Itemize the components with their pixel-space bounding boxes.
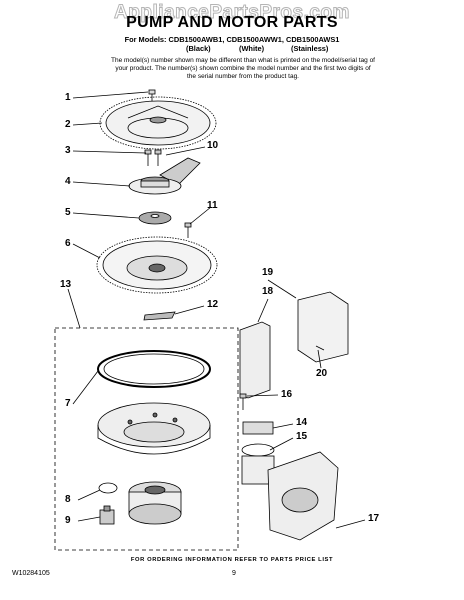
callout-17: 17 xyxy=(368,513,380,524)
part-2-cover xyxy=(99,96,217,150)
part-18-bracket xyxy=(239,321,271,399)
part-4-housing xyxy=(128,176,182,195)
leader-lines xyxy=(67,91,366,529)
callout-9: 9 xyxy=(65,515,71,526)
part-12-clip xyxy=(143,311,176,321)
watermark: AppliancePartsPros.com xyxy=(114,2,350,24)
part-3-screws xyxy=(144,149,162,166)
callout-19: 19 xyxy=(262,267,274,278)
part-6-filter-plate xyxy=(96,236,218,294)
pump-motor xyxy=(128,481,182,525)
part-19-cover xyxy=(297,291,349,363)
part-7-gasket xyxy=(97,350,211,388)
models-line: For Models: CDB1500AWB1, CDB1500AWW1, CD… xyxy=(124,35,340,44)
callout-7: 7 xyxy=(65,398,71,409)
callout-16: 16 xyxy=(281,389,293,400)
document-number: W10284105 xyxy=(12,570,50,577)
color-stainless-label: (Stainless) xyxy=(291,44,329,53)
callout-20: 20 xyxy=(316,368,328,379)
part-13-group-box xyxy=(54,327,239,551)
color-white-label: (White) xyxy=(239,44,265,53)
callout-15: 15 xyxy=(296,431,308,442)
part-16-screw xyxy=(239,393,247,410)
callout-12: 12 xyxy=(207,299,219,310)
callout-13: 13 xyxy=(60,279,72,290)
part-17-drain-pump xyxy=(267,451,339,541)
callout-11: 11 xyxy=(207,200,218,211)
callout-18: 18 xyxy=(262,286,274,297)
part-20-screw xyxy=(315,345,325,351)
callout-2: 2 xyxy=(65,119,71,130)
callout-1: 1 xyxy=(65,92,71,103)
part-11-screw xyxy=(184,222,192,238)
callout-8: 8 xyxy=(65,494,71,505)
page-number: 9 xyxy=(232,570,236,577)
callout-4: 4 xyxy=(65,176,71,187)
callout-10: 10 xyxy=(207,140,219,151)
callout-6: 6 xyxy=(65,238,71,249)
part-9-fitting xyxy=(99,505,115,525)
sump-assembly xyxy=(97,402,211,455)
callout-5: 5 xyxy=(65,207,71,218)
callout-3: 3 xyxy=(65,145,71,156)
ordering-footer: FOR ORDERING INFORMATION REFER TO PARTS … xyxy=(130,557,334,563)
color-black-label: (Black) xyxy=(186,44,211,53)
part-8-o-ring xyxy=(98,482,118,494)
model-note: The model(s) number shown may be differe… xyxy=(111,57,375,81)
callout-14: 14 xyxy=(296,417,308,428)
page-title: PUMP AND MOTOR PARTS xyxy=(126,14,338,31)
part-5-impeller xyxy=(138,211,172,225)
